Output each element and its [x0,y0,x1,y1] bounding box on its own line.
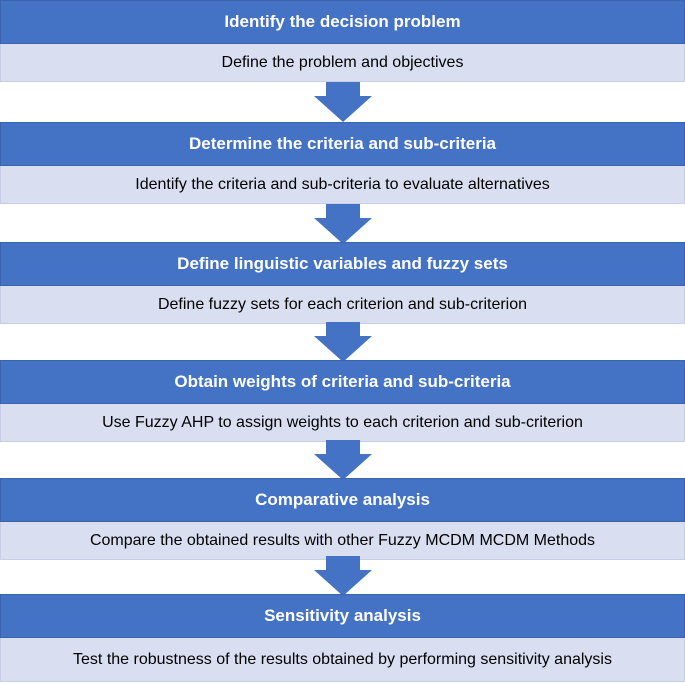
step-5-title: Comparative analysis [0,478,685,522]
step-2-title: Determine the criteria and sub-criteria [0,122,685,166]
step-6-description: Test the robustness of the results obtai… [0,638,685,682]
step-3-title: Define linguistic variables and fuzzy se… [0,242,685,286]
down-arrow-icon [314,556,372,596]
step-5-description: Compare the obtained results with other … [0,522,685,560]
down-arrow-icon [314,82,372,122]
step-4-title: Obtain weights of criteria and sub-crite… [0,360,685,404]
down-arrow-icon [314,204,372,244]
step-5: Comparative analysis Compare the obtaine… [0,478,685,560]
step-2: Determine the criteria and sub-criteria … [0,122,685,204]
step-1-description: Define the problem and objectives [0,44,685,82]
step-4-description: Use Fuzzy AHP to assign weights to each … [0,404,685,442]
step-2-description: Identify the criteria and sub-criteria t… [0,166,685,204]
step-6: Sensitivity analysis Test the robustness… [0,594,685,682]
step-4: Obtain weights of criteria and sub-crite… [0,360,685,442]
step-3: Define linguistic variables and fuzzy se… [0,242,685,324]
step-6-title: Sensitivity analysis [0,594,685,638]
step-1: Identify the decision problem Define the… [0,0,685,82]
down-arrow-icon [314,322,372,362]
step-1-title: Identify the decision problem [0,0,685,44]
down-arrow-icon [314,440,372,480]
step-3-description: Define fuzzy sets for each criterion and… [0,286,685,324]
